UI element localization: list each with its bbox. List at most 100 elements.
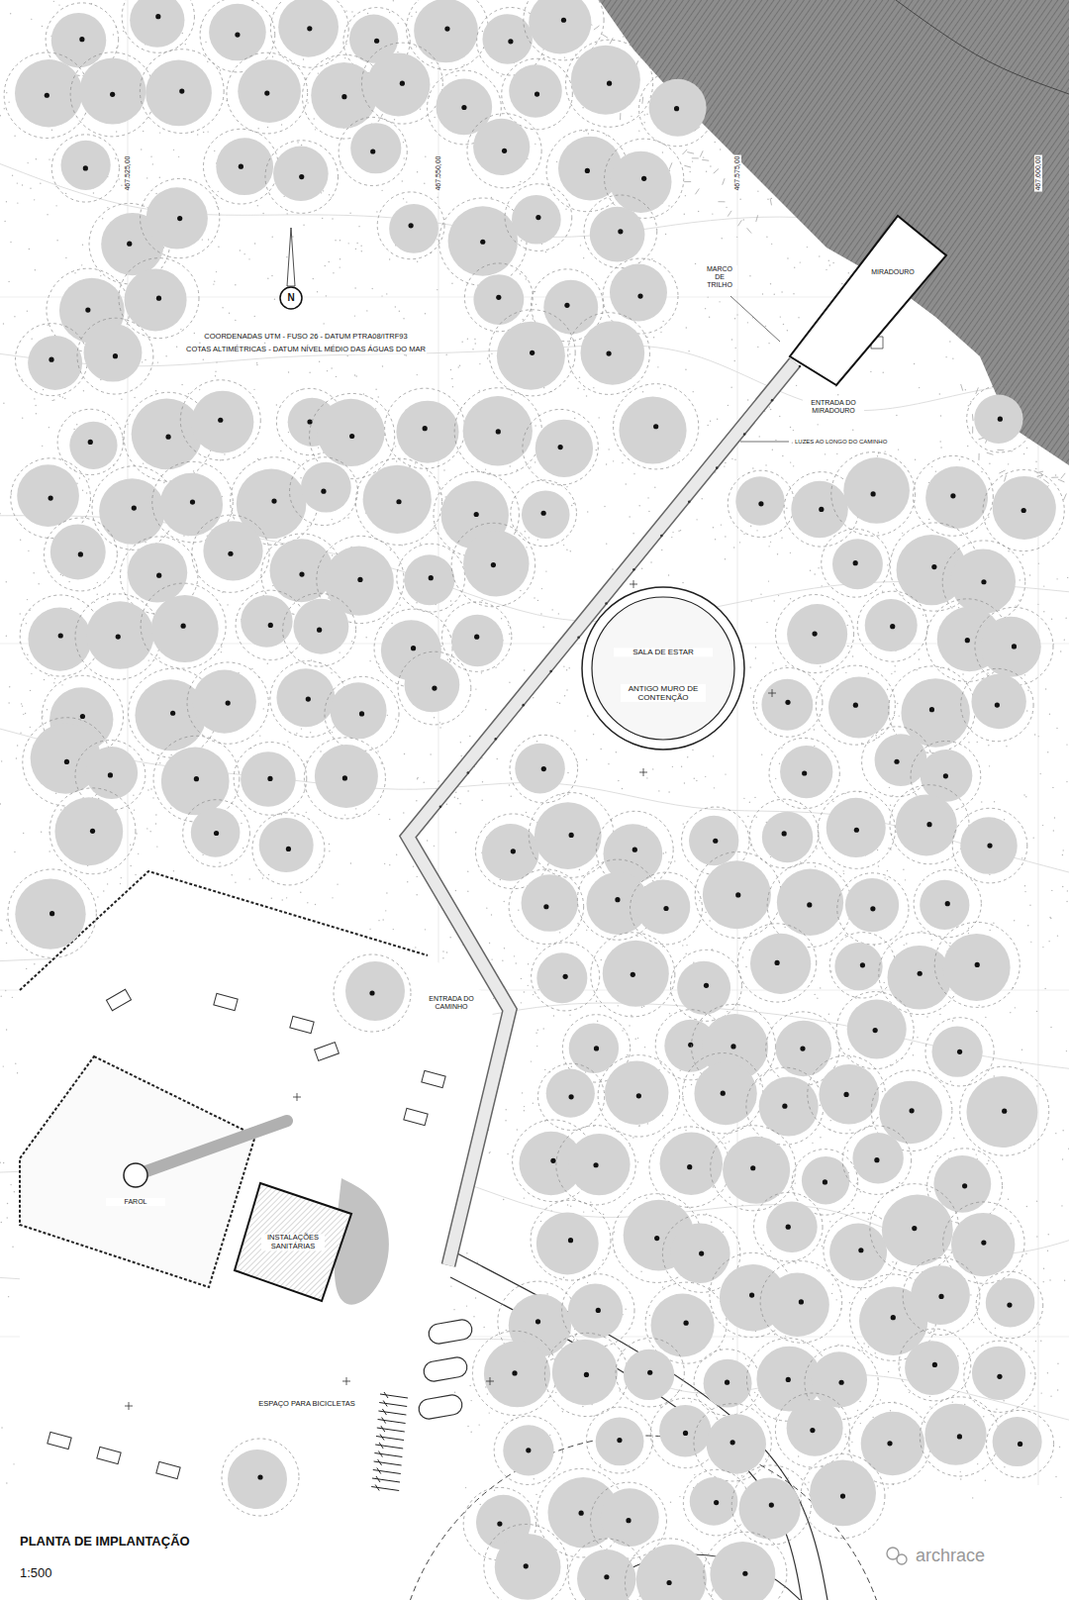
stipple-dot (1067, 577, 1069, 579)
stipple-dot (473, 1315, 475, 1317)
stipple-dot (32, 572, 34, 574)
stipple-dot (505, 1329, 507, 1331)
stipple-dot (73, 469, 75, 471)
stipple-dot (724, 1142, 726, 1144)
stipple-dot (312, 117, 314, 119)
stipple-dot (1060, 1496, 1062, 1498)
stipple-dot (403, 354, 405, 356)
stipple-dot (419, 542, 421, 544)
stipple-dot (490, 196, 492, 198)
stipple-dot (777, 553, 778, 555)
stipple-dot (46, 708, 48, 710)
stipple-dot (1057, 1388, 1059, 1390)
stipple-dot (704, 911, 706, 913)
stipple-dot (331, 896, 333, 898)
stipple-dot (5, 1028, 7, 1030)
stipple-dot (621, 787, 623, 789)
stipple-dot (1027, 924, 1029, 926)
stipple-dot (1019, 1062, 1021, 1064)
stipple-dot (12, 1462, 14, 1464)
stipple-dot (454, 1390, 456, 1392)
stipple-dot (259, 734, 261, 736)
stipple-dot (159, 131, 161, 133)
stipple-dot (756, 529, 758, 531)
stipple-dot (734, 317, 736, 319)
stipple-dot (436, 289, 438, 291)
stipple-dot (555, 1278, 557, 1280)
stipple-dot (402, 811, 404, 813)
stipple-dot (363, 392, 365, 394)
stipple-dot (159, 762, 161, 764)
stipple-dot (428, 475, 430, 477)
stipple-dot (684, 1129, 686, 1131)
stipple-dot (99, 275, 101, 277)
stipple-dot (987, 515, 989, 517)
stipple-dot (466, 1304, 468, 1306)
stipple-dot (775, 777, 777, 779)
stipple-dot (569, 667, 571, 669)
stipple-dot (8, 685, 10, 687)
stipple-dot (53, 398, 55, 400)
stipple-dot (894, 665, 896, 667)
stipple-dot (475, 687, 477, 689)
stipple-dot (600, 959, 602, 961)
stipple-dot (980, 471, 982, 473)
stipple-dot (519, 589, 521, 591)
stipple-dot (929, 1405, 931, 1407)
stipple-dot (819, 1136, 821, 1138)
stipple-dot (467, 789, 469, 791)
stipple-dot (1062, 854, 1064, 856)
stipple-dot (1048, 1233, 1050, 1235)
stipple-dot (170, 754, 172, 756)
stipple-dot (433, 716, 435, 718)
stipple-dot (528, 536, 530, 538)
stipple-dot (681, 582, 683, 584)
stipple-dot (734, 360, 736, 362)
stipple-dot (886, 688, 888, 690)
stipple-dot (824, 1239, 826, 1241)
stipple-dot (819, 986, 821, 988)
stipple-dot (234, 319, 236, 321)
stipple-dot (0, 512, 1, 514)
stipple-dot (416, 374, 418, 376)
stipple-dot (1007, 463, 1009, 465)
stipple-dot (734, 347, 736, 349)
stipple-dot (976, 1462, 978, 1464)
stipple-dot (532, 1102, 534, 1104)
stipple-dot (193, 470, 195, 472)
stipple-dot (629, 1145, 631, 1147)
stipple-dot (571, 1066, 573, 1068)
stipple-dot (755, 816, 757, 818)
stipple-dot (1020, 1349, 1022, 1351)
stipple-dot (499, 878, 501, 880)
stipple-dot (607, 1247, 609, 1249)
stipple-dot (405, 200, 407, 202)
stipple-dot (601, 1259, 603, 1261)
stipple-dot (585, 394, 587, 396)
stipple-dot (692, 390, 694, 392)
stipple-dot (745, 1358, 747, 1360)
stipple-dot (33, 963, 35, 965)
stipple-dot (914, 459, 916, 461)
stipple-dot (684, 194, 686, 196)
stipple-dot (973, 877, 975, 879)
stipple-dot (876, 849, 878, 851)
stipple-dot (319, 750, 321, 752)
stipple-dot (757, 346, 759, 348)
stipple-dot (73, 428, 75, 430)
stipple-dot (375, 388, 377, 389)
stipple-dot (677, 1391, 679, 1393)
stipple-dot (724, 462, 726, 464)
stipple-dot (791, 441, 793, 443)
stipple-dot (393, 118, 395, 120)
stipple-dot (165, 355, 167, 357)
stipple-dot (65, 193, 67, 195)
stipple-dot (706, 424, 708, 426)
stipple-dot (1018, 599, 1020, 601)
stipple-dot (88, 478, 90, 480)
stipple-dot (396, 51, 398, 53)
stipple-dot (759, 1082, 761, 1084)
stipple-dot (682, 822, 684, 824)
stipple-dot (5, 635, 7, 637)
stipple-dot (330, 672, 332, 674)
